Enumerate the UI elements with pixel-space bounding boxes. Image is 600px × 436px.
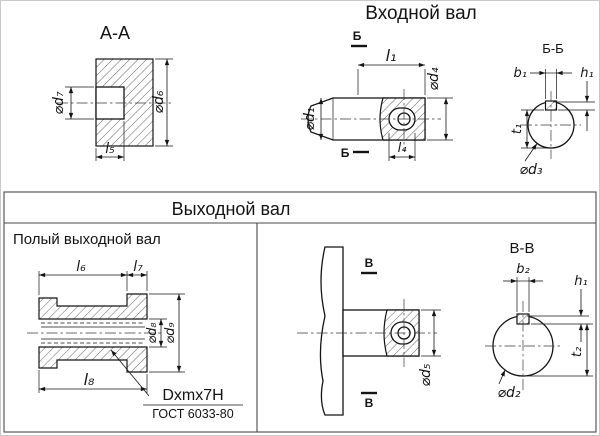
dim-d1: ⌀d₁: [302, 98, 324, 140]
dim-l4: l₄: [388, 133, 416, 161]
dim-label-d6: ⌀d₆: [151, 90, 167, 113]
dim-label-b1: b₁: [514, 66, 527, 81]
dim-label-l5: l₅: [105, 141, 115, 157]
dim-d2: ⌀d₂: [498, 369, 521, 401]
output-box: Выходной вал: [3, 191, 597, 433]
dim-label-h1-vv: h₁: [574, 274, 587, 289]
dim-d5: ⌀d₅: [418, 309, 441, 386]
housing-wall: [319, 246, 344, 416]
spline-designation: Dxmx7H: [162, 387, 223, 404]
cut-label-v-top: В: [365, 256, 374, 270]
dim-l6: l₆: [38, 259, 128, 295]
section-bb-title: Б-Б: [542, 41, 563, 56]
dim-label-d1: ⌀d₁: [302, 108, 318, 131]
dim-t2: t₂: [527, 324, 593, 377]
dim-label-l4: l₄: [398, 141, 408, 156]
dim-label-d5: ⌀d₅: [418, 363, 434, 386]
cut-label-b-top: Б: [353, 29, 362, 43]
dim-d6: ⌀d₆: [151, 58, 173, 147]
dim-label-t1: t₁: [510, 124, 525, 134]
dim-label-d3: ⌀d₃: [520, 162, 543, 178]
dim-l7: l₇: [127, 259, 148, 291]
dim-label-d2: ⌀d₂: [498, 385, 521, 401]
dim-h1: h₁: [553, 66, 595, 131]
spline-standard: ГОСТ 6033-80: [152, 407, 233, 421]
section-vv-view: В-В b₂ h₁ t₂ ⌀d₂: [485, 240, 593, 401]
dim-label-b2: b₂: [516, 262, 529, 277]
dim-label-l8: l₈: [84, 370, 95, 389]
section-bb-view: Б-Б b₁ h₁ t₁ ⌀d₃: [510, 41, 595, 178]
cut-mark-v-top: В: [361, 256, 377, 275]
dim-label-l7: l₇: [133, 259, 143, 275]
dim-label-d8: ⌀d₈: [145, 322, 160, 343]
dim-l5: l₅: [95, 121, 125, 161]
aa-view: А-А ⌀d₇ ⌀d₆ l₅: [51, 23, 173, 161]
cut-label-b-bottom: Б: [341, 146, 350, 160]
hollow-shaft-title: Полый выходной вал: [13, 231, 161, 248]
aa-title: А-А: [100, 23, 130, 43]
dim-b1: b₁: [514, 66, 572, 99]
cut-label-v-bottom: В: [365, 396, 374, 410]
dim-d3: ⌀d₃: [520, 143, 543, 178]
dim-label-h1: h₁: [580, 66, 593, 81]
output-shaft-view: В В ⌀d₅: [297, 246, 441, 416]
dim-l8: l₈: [38, 370, 148, 393]
cut-mark-b-bottom: Б: [341, 146, 369, 160]
dim-h1-vv: h₁: [527, 274, 593, 342]
dim-label-t2: t₂: [570, 347, 585, 357]
spline-callout: Dxmx7H ГОСТ 6033-80: [110, 349, 243, 421]
dim-label-d7: ⌀d₇: [51, 91, 67, 114]
hollow-shaft-view: Полый выходной вал l₆ l₇ ⌀d₈: [13, 231, 243, 421]
dim-b2: b₂: [503, 262, 543, 312]
output-box-title: Выходной вал: [172, 199, 291, 219]
dim-label-l1: l₁: [386, 46, 397, 65]
dim-d4: ⌀d₄: [426, 67, 453, 141]
output-box-frame: [3, 191, 597, 433]
dim-l1: l₁: [357, 46, 426, 95]
hollow-shaft-bottom-wall: [38, 346, 148, 373]
section-vv-title: В-В: [509, 240, 534, 257]
cut-mark-b-top: Б: [351, 29, 367, 48]
cut-mark-v-bottom: В: [361, 391, 377, 410]
dim-d7: ⌀d₇: [51, 86, 94, 120]
dim-label-d4: ⌀d₄: [426, 67, 442, 90]
dim-label-d9: ⌀d₉: [163, 322, 178, 343]
dim-d8: ⌀d₈: [145, 318, 167, 348]
hollow-shaft-top-wall: [38, 293, 148, 320]
dim-d9: ⌀d₉: [149, 293, 185, 373]
input-shaft-view: Входной вал Б Б l₁ ⌀d₄ ⌀: [301, 3, 477, 161]
dim-label-l6: l₆: [76, 259, 86, 275]
input-shaft-title: Входной вал: [365, 3, 476, 24]
